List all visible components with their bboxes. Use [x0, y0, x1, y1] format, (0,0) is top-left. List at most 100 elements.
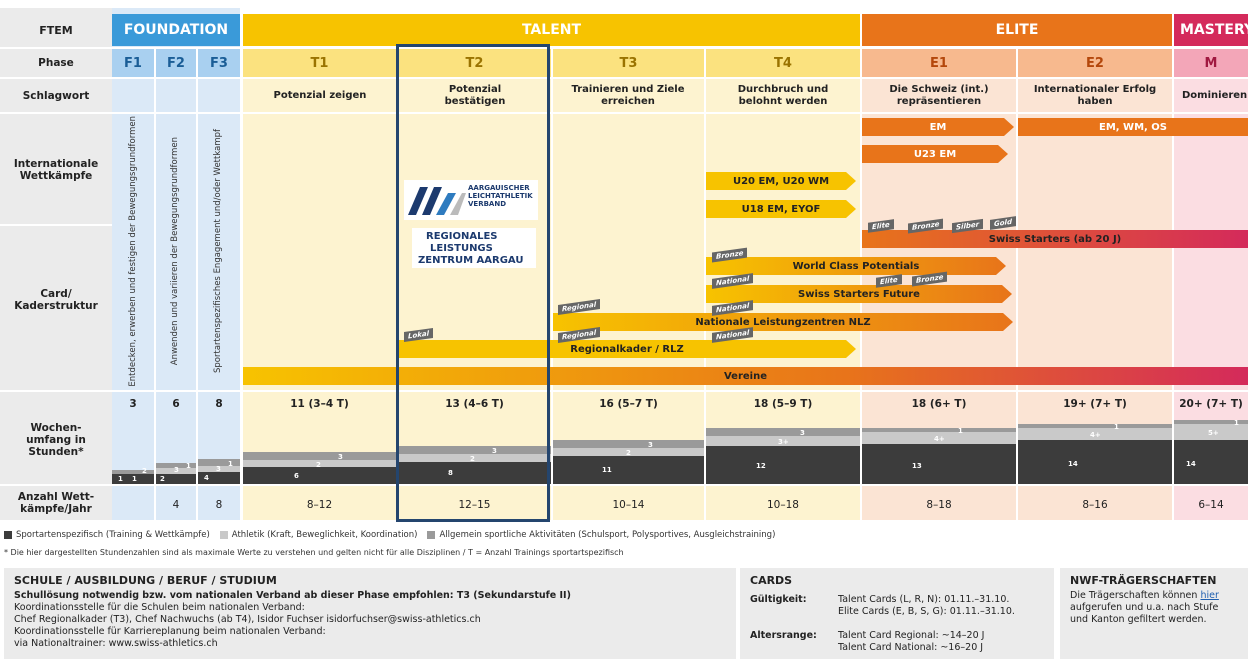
schule-line2: Koordinationsstelle für die Schulen beim…	[14, 602, 305, 613]
wochen-t4: 18 (5–9 T)	[753, 398, 813, 410]
foundation-f3-text: Sportartenspezifisches Engagement und/od…	[213, 129, 223, 373]
wochen-e2: 19+ (7+ T)	[1063, 398, 1127, 410]
alv-logo-text: AARGAUISCHER LEICHTATHLETIK VERBAND	[468, 184, 533, 208]
bar-f1-sport	[112, 474, 154, 484]
schule-line1: Schullösung notwendig bzw. vom nationale…	[14, 590, 571, 601]
schule-line5: via Nationaltrainer: www.swiss-athletics…	[14, 638, 218, 649]
bar-t2-allg	[398, 446, 551, 454]
bar-t1-athletik	[243, 460, 396, 467]
schlagwort-e2: Internationaler Erfolg haben	[1033, 83, 1157, 107]
legend-athletik: Athletik (Kraft, Beweglichkeit, Koordina…	[231, 530, 418, 540]
alv-name2: LEICHTATHLETIK	[468, 192, 533, 200]
wochen-t3: 16 (5–7 T)	[599, 398, 658, 410]
bar-e1-sport	[862, 444, 1016, 484]
t2-highlight-frame	[396, 44, 550, 522]
anzahl-t2: 12–15	[458, 499, 491, 511]
row-separator	[0, 224, 112, 226]
row-separator	[0, 112, 1248, 114]
phase-t4: T4	[706, 49, 860, 77]
schule-line4: Koordinationsstelle für Karriereplanung …	[14, 626, 326, 637]
schlagwort-t2: Potenzial bestätigen	[444, 83, 506, 107]
bar-m-allg	[1174, 420, 1248, 424]
alv-logo: AARGAUISCHER LEICHTATHLETIK VERBAND	[404, 180, 538, 220]
cards-gueltigkeit-1: Talent Cards (L, R, N): 01.11.–31.10.	[838, 594, 1010, 605]
bar-t1-n1: 6	[294, 472, 299, 480]
phase-m: M	[1174, 49, 1248, 77]
schule-line3: Chef Regionalkader (T3), Chef Nachwuchs …	[14, 614, 481, 625]
row-separator	[0, 484, 1248, 486]
nwf-line1-text: Die Trägerschaften können	[1070, 590, 1201, 601]
nwf-title: NWF-TRÄGERSCHAFTEN	[1070, 574, 1217, 587]
nwf-box: NWF-TRÄGERSCHAFTEN Die Trägerschaften kö…	[1060, 568, 1248, 659]
schlagwort-t1: Potenzial zeigen	[273, 89, 367, 101]
anzahl-row-label: Anzahl Wett- kämpfe/Jahr	[17, 491, 95, 515]
elite-header: ELITE	[862, 14, 1172, 46]
phase-f1: F1	[112, 49, 154, 77]
arrow-nlz: Nationale Leistungzentren NLZ	[553, 313, 1013, 331]
bar-e2-allg	[1018, 424, 1172, 428]
bar-t1-allg	[243, 452, 396, 460]
legend: Sportartenspezifisch (Training & Wettkäm…	[4, 528, 775, 542]
schlagwort-e1: Die Schweiz (int.) repräsentieren	[889, 83, 989, 107]
foundation-f1-text: Entdecken, erwerben und festigen der Bew…	[128, 115, 138, 387]
phase-row-label: Phase	[38, 57, 74, 69]
bar-f2-sport	[156, 474, 196, 484]
bar-f3-n3: 1	[228, 460, 233, 468]
bar-f2-n1: 2	[160, 475, 165, 483]
bar-t4-sport	[706, 446, 860, 484]
bar-t2-n2: 2	[470, 455, 475, 463]
bar-t3-n2: 2	[626, 449, 631, 457]
wochen-e1: 18 (6+ T)	[911, 398, 967, 410]
bar-f3-athletik	[198, 466, 240, 472]
arrow-em-wm-os: EM, WM, OS	[1018, 118, 1248, 136]
alv-name3: VERBAND	[468, 200, 507, 208]
anzahl-e2: 8–16	[1082, 499, 1108, 511]
row-separator	[0, 77, 1248, 79]
bar-f1-n3: 2	[142, 467, 147, 475]
bar-f2-athletik	[156, 468, 196, 474]
rlz-line1: REGIONALES	[426, 231, 498, 242]
rlz-line2: LEISTUNGS	[430, 243, 493, 254]
foundation-f2-text-cell: Anwenden und variieren der Bewegungsgrun…	[160, 116, 190, 386]
row-separator	[0, 47, 1248, 49]
legend-allg: Allgemein sportliche Aktivitäten (Schuls…	[439, 530, 776, 540]
alv-name1: AARGAUISCHER	[468, 184, 530, 192]
arrow-em: EM	[862, 118, 1014, 136]
rlz-logo: REGIONALES LEISTUNGS ZENTRUM AARGAU	[412, 228, 536, 268]
bar-f2-n3: 1	[186, 462, 191, 470]
schule-title: SCHULE / AUSBILDUNG / BERUF / STUDIUM	[14, 574, 277, 587]
legend-sport: Sportartenspezifisch (Training & Wettkäm…	[16, 530, 210, 540]
anzahl-t1: 8–12	[306, 499, 333, 511]
wochen-f2: 6	[172, 398, 180, 410]
bar-f3-n2: 3	[216, 465, 221, 473]
phase-f2: F2	[156, 49, 196, 77]
arrow-u20: U20 EM, U20 WM	[706, 172, 856, 190]
anzahl-f2: 4	[172, 499, 180, 511]
bar-t4-n3: 3	[800, 429, 805, 437]
schlagwort-t4: Durchbruch und belohnt werden	[737, 83, 829, 107]
wochen-t1: 11 (3–4 T)	[290, 398, 349, 410]
bar-t4-n2: 3+	[778, 438, 789, 446]
cards-title: CARDS	[750, 574, 793, 587]
bar-t3-n3: 3	[648, 441, 653, 449]
bar-m-n1: 14	[1186, 460, 1196, 468]
bar-t2-n3: 3	[492, 447, 497, 455]
bar-f1-allg	[112, 470, 154, 474]
ftem-label: FTEM	[39, 23, 73, 37]
arrow-world-class-potentials: World Class Potentials	[706, 257, 1006, 275]
cards-gueltigkeit-2: Elite Cards (E, B, S, G): 01.11.–31.10.	[838, 606, 1015, 617]
cards-alter-label: Altersrange:	[750, 630, 817, 641]
col-separator	[154, 48, 156, 520]
cards-alter-1: Talent Card Regional: ~14–20 J	[838, 630, 985, 641]
bar-t4-allg	[706, 428, 860, 436]
nwf-hier-link[interactable]: hier	[1200, 590, 1219, 601]
bar-e1-n2: 4+	[934, 435, 945, 443]
bar-t4-athletik	[706, 436, 860, 446]
anzahl-f3: 8	[215, 499, 223, 511]
arrow-regionalkader: Regionalkader / RLZ	[398, 340, 856, 358]
cards-box: CARDS Gültigkeit: Talent Cards (L, R, N)…	[740, 568, 1054, 659]
foundation-header: FOUNDATION	[112, 14, 240, 46]
col-separator	[1016, 48, 1018, 520]
bar-t2-athletik	[398, 454, 551, 462]
bar-t1-sport	[243, 467, 396, 484]
